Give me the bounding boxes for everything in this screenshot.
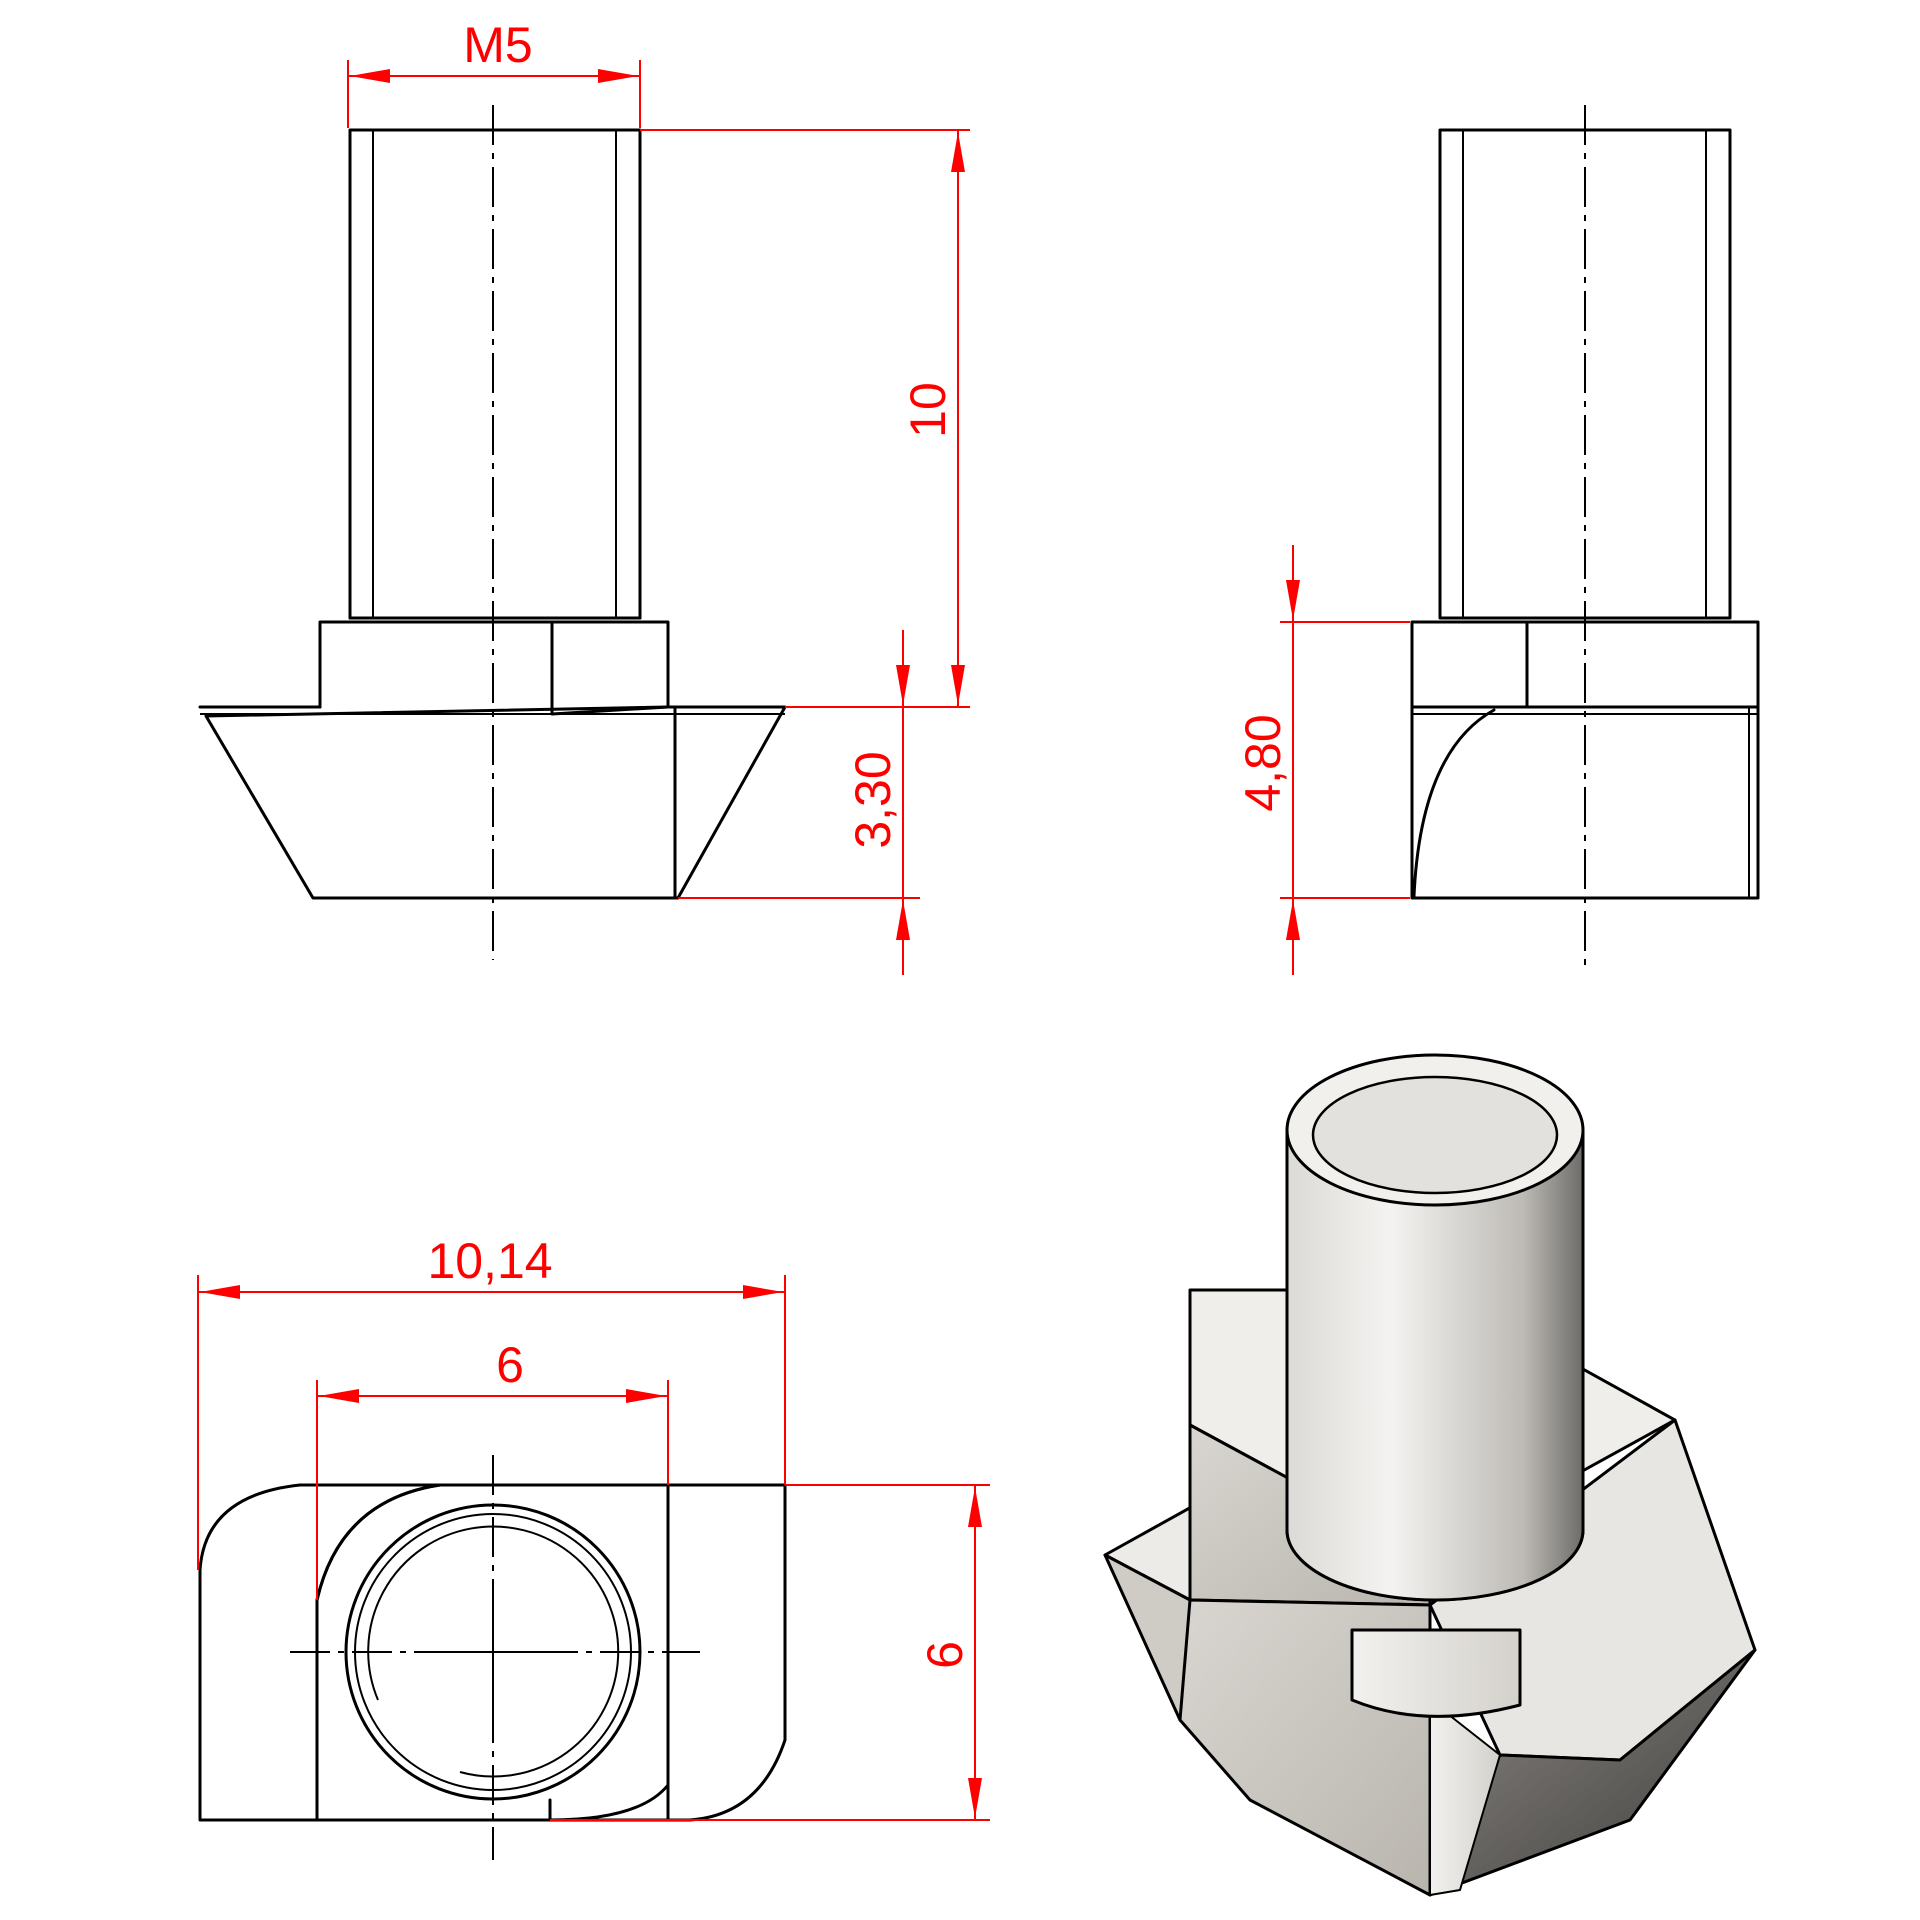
iso-right-front (1429, 1699, 1501, 1896)
dim-total-head-height-label: 4,80 (1235, 714, 1291, 811)
dim-thread-label: M5 (463, 17, 532, 73)
dim-shaft-length: 10 (640, 129, 970, 708)
iso-shaft (1285, 1128, 1585, 1602)
isometric-view (1103, 1053, 1757, 1897)
dim-shaft-length-label: 10 (900, 382, 956, 438)
dim-head-height: 3,30 (678, 630, 920, 975)
front-shaft (348, 128, 642, 620)
iso-shaft-top-chamfer (1311, 1075, 1559, 1195)
dim-inner-width: 6 (316, 1337, 669, 1600)
dim-inner-width-label: 6 (496, 1337, 524, 1393)
dim-overall-width: 10,14 (197, 1233, 786, 1570)
dim-depth-label: 6 (917, 1641, 973, 1669)
top-collar (315, 1483, 670, 1822)
side-head-curve (1412, 708, 1496, 898)
front-collar-notch (550, 620, 670, 716)
iso-collar-boss (1350, 1628, 1522, 1718)
dim-overall-width-label: 10,14 (427, 1233, 552, 1289)
dim-thread: M5 (347, 17, 641, 128)
side-view (1410, 105, 1760, 965)
dim-head-height-label: 3,30 (845, 751, 901, 848)
top-view (198, 1455, 787, 1860)
front-view (198, 105, 787, 960)
dim-depth: 6 (550, 1484, 990, 1821)
top-thread-arc (367, 1525, 620, 1778)
dim-total-head-height: 4,80 (1235, 545, 1410, 975)
